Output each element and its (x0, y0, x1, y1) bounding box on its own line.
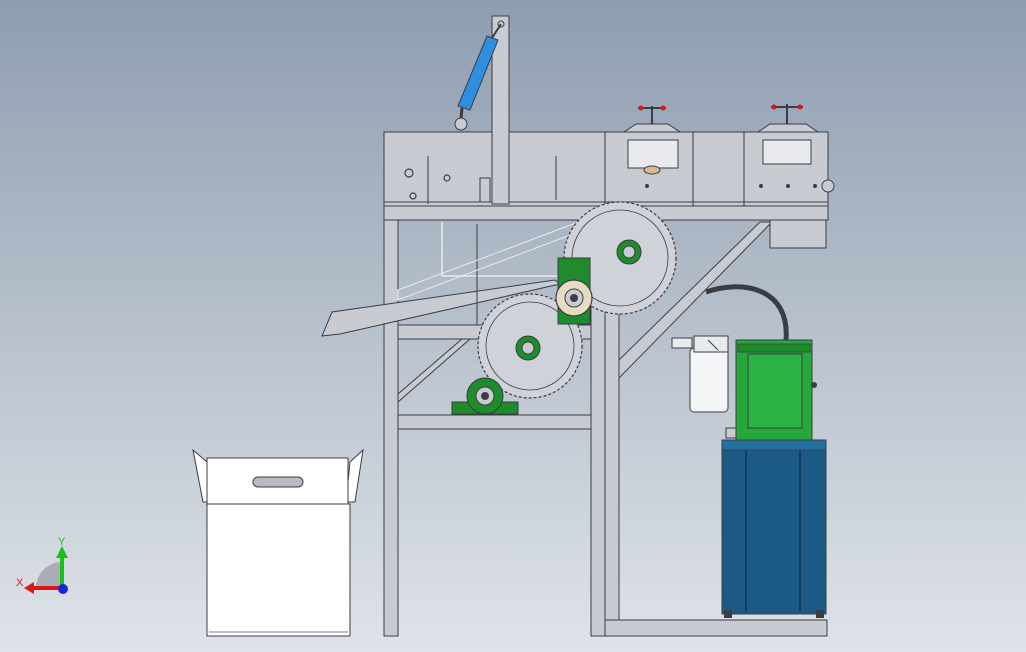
gear-motor-box[interactable] (769, 219, 827, 249)
x-axis-label: X (16, 577, 24, 589)
electric-motor[interactable] (725, 339, 817, 441)
cardboard-box[interactable] (192, 448, 364, 637)
lift-post[interactable] (491, 15, 510, 205)
coordinate-triad: Y X (16, 536, 68, 594)
top-clamp-right[interactable] (756, 104, 820, 165)
drive-gear-center[interactable] (555, 257, 593, 325)
hydraulic-cylinder[interactable] (454, 23, 502, 131)
box-handle-slot (252, 476, 304, 488)
large-gear-lower[interactable] (477, 293, 583, 399)
hydraulic-tank[interactable] (721, 439, 827, 618)
top-housing[interactable] (383, 131, 835, 207)
oil-filter[interactable] (671, 335, 729, 413)
top-clamp-left[interactable] (622, 105, 682, 175)
pillow-block-bearing[interactable] (451, 377, 519, 415)
hydraulic-hose[interactable] (705, 284, 789, 341)
y-axis-label: Y (58, 536, 66, 548)
